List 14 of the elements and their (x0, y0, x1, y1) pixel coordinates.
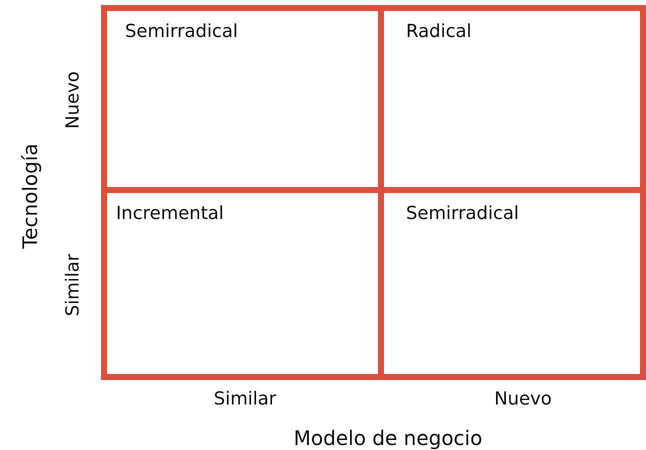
quadrant-cell (384, 11, 640, 187)
axis-title: Tecnología (18, 143, 42, 249)
quadrant-cell (107, 11, 378, 187)
quadrant-label: Incremental (116, 203, 224, 224)
quadrant-cell (107, 193, 378, 374)
axis-category-label: Similar (62, 254, 84, 316)
axis-category-label: Similar (214, 388, 276, 410)
quadrant-label: Semirradical (125, 21, 238, 42)
quadrant-label: Semirradical (406, 203, 519, 224)
axis-title: Modelo de negocio (294, 426, 482, 450)
axis-category-label: Nuevo (62, 71, 84, 129)
axis-category-label: Nuevo (494, 388, 552, 410)
quadrant-cell (384, 193, 640, 374)
quadrant-label: Radical (406, 21, 472, 42)
